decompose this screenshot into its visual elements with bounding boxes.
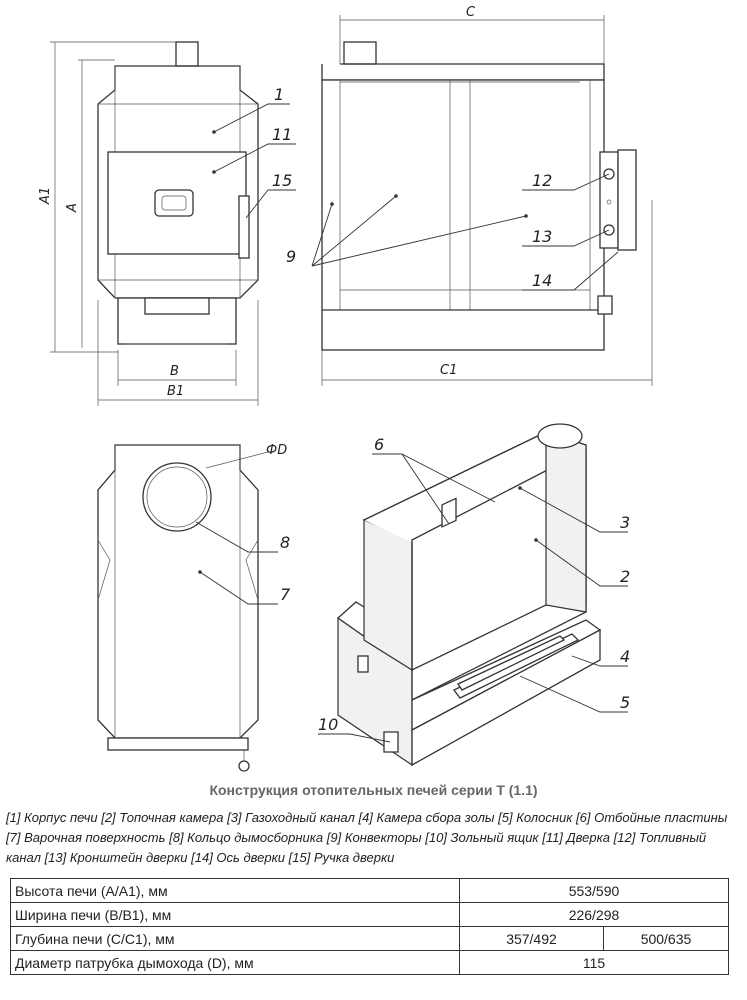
row-label: Высота печи (А/А1), мм bbox=[10, 878, 460, 903]
label-7: 7 bbox=[280, 585, 291, 604]
legend-item: [2] Топочная камера bbox=[101, 810, 224, 825]
label-5: 5 bbox=[620, 693, 630, 712]
legend-item: [14] Ось дверки bbox=[191, 850, 285, 865]
legend-item: [15] Ручка дверки bbox=[288, 850, 395, 865]
label-6: 6 bbox=[374, 435, 384, 454]
legend-item: [11] Дверка bbox=[542, 830, 611, 845]
legend-item: [6] Отбойные пластины bbox=[576, 810, 728, 825]
label-15: 15 bbox=[272, 171, 292, 190]
label-8: 8 bbox=[280, 533, 290, 552]
row-value: 115 bbox=[459, 950, 729, 975]
legend-item: [1] Корпус печи bbox=[6, 810, 98, 825]
parts-legend: [1] Корпус печи [2] Топочная камера [3] … bbox=[6, 808, 741, 868]
row-label: Глубина печи (С/С1), мм bbox=[10, 926, 460, 951]
legend-item: [9] Конвекторы bbox=[326, 830, 422, 845]
label-3: 3 bbox=[620, 513, 630, 532]
dim-b1: B1 bbox=[167, 384, 184, 399]
label-14: 14 bbox=[532, 271, 552, 290]
table-row: Ширина печи (В/В1), мм 226/298 bbox=[10, 902, 729, 927]
front-view: A1 A B B1 1 11 15 bbox=[38, 41, 296, 406]
label-9: 9 bbox=[286, 247, 296, 266]
dim-c1: C1 bbox=[440, 363, 457, 378]
dim-d: ФD bbox=[266, 443, 287, 458]
label-11: 11 bbox=[272, 125, 292, 144]
table-row: Глубина печи (С/С1), мм 357/492 500/635 bbox=[10, 926, 729, 951]
dim-a1: A1 bbox=[38, 187, 53, 205]
dim-a: A bbox=[65, 203, 80, 213]
table-row: Высота печи (А/А1), мм 553/590 bbox=[10, 878, 729, 903]
label-13: 13 bbox=[532, 227, 552, 246]
label-2: 2 bbox=[620, 567, 630, 586]
specs-table: Высота печи (А/А1), мм 553/590 Ширина пе… bbox=[10, 878, 729, 975]
legend-item: [7] Варочная поверхность bbox=[6, 830, 166, 845]
row-value-b: 500/635 bbox=[603, 926, 729, 951]
legend-item: [12] Топливный канал bbox=[6, 830, 707, 865]
table-row: Диаметр патрубка дымохода (D), мм 115 bbox=[10, 950, 729, 975]
label-1: 1 bbox=[274, 85, 284, 104]
legend-item: [3] Газоходный канал bbox=[227, 810, 355, 825]
isometric-view: 6 3 2 4 5 10 bbox=[318, 423, 630, 767]
legend-item: [13] Кронштейн дверки bbox=[44, 850, 188, 865]
label-10: 10 bbox=[318, 715, 338, 734]
label-4: 4 bbox=[620, 647, 630, 666]
top-view: ФD 8 7 bbox=[97, 443, 291, 772]
row-value: 553/590 bbox=[459, 878, 729, 903]
side-view: C C1 12 13 14 9 bbox=[286, 5, 653, 386]
row-value: 226/298 bbox=[459, 902, 729, 927]
stove-technical-drawing: A1 A B B1 1 11 15 bbox=[38, 5, 653, 772]
legend-item: [8] Кольцо дымосборника bbox=[169, 830, 324, 845]
legend-item: [4] Камера сбора золы bbox=[358, 810, 495, 825]
dim-b: B bbox=[170, 364, 179, 379]
row-label: Ширина печи (В/В1), мм bbox=[10, 902, 460, 927]
label-12: 12 bbox=[532, 171, 552, 190]
dim-c: C bbox=[466, 5, 476, 20]
row-label: Диаметр патрубка дымохода (D), мм bbox=[10, 950, 460, 975]
legend-item: [5] Колосник bbox=[498, 810, 573, 825]
legend-item: [10] Зольный ящик bbox=[425, 830, 539, 845]
figure-caption: Конструкция отопительных печей серии Т (… bbox=[209, 782, 538, 798]
row-value-a: 357/492 bbox=[459, 926, 604, 951]
